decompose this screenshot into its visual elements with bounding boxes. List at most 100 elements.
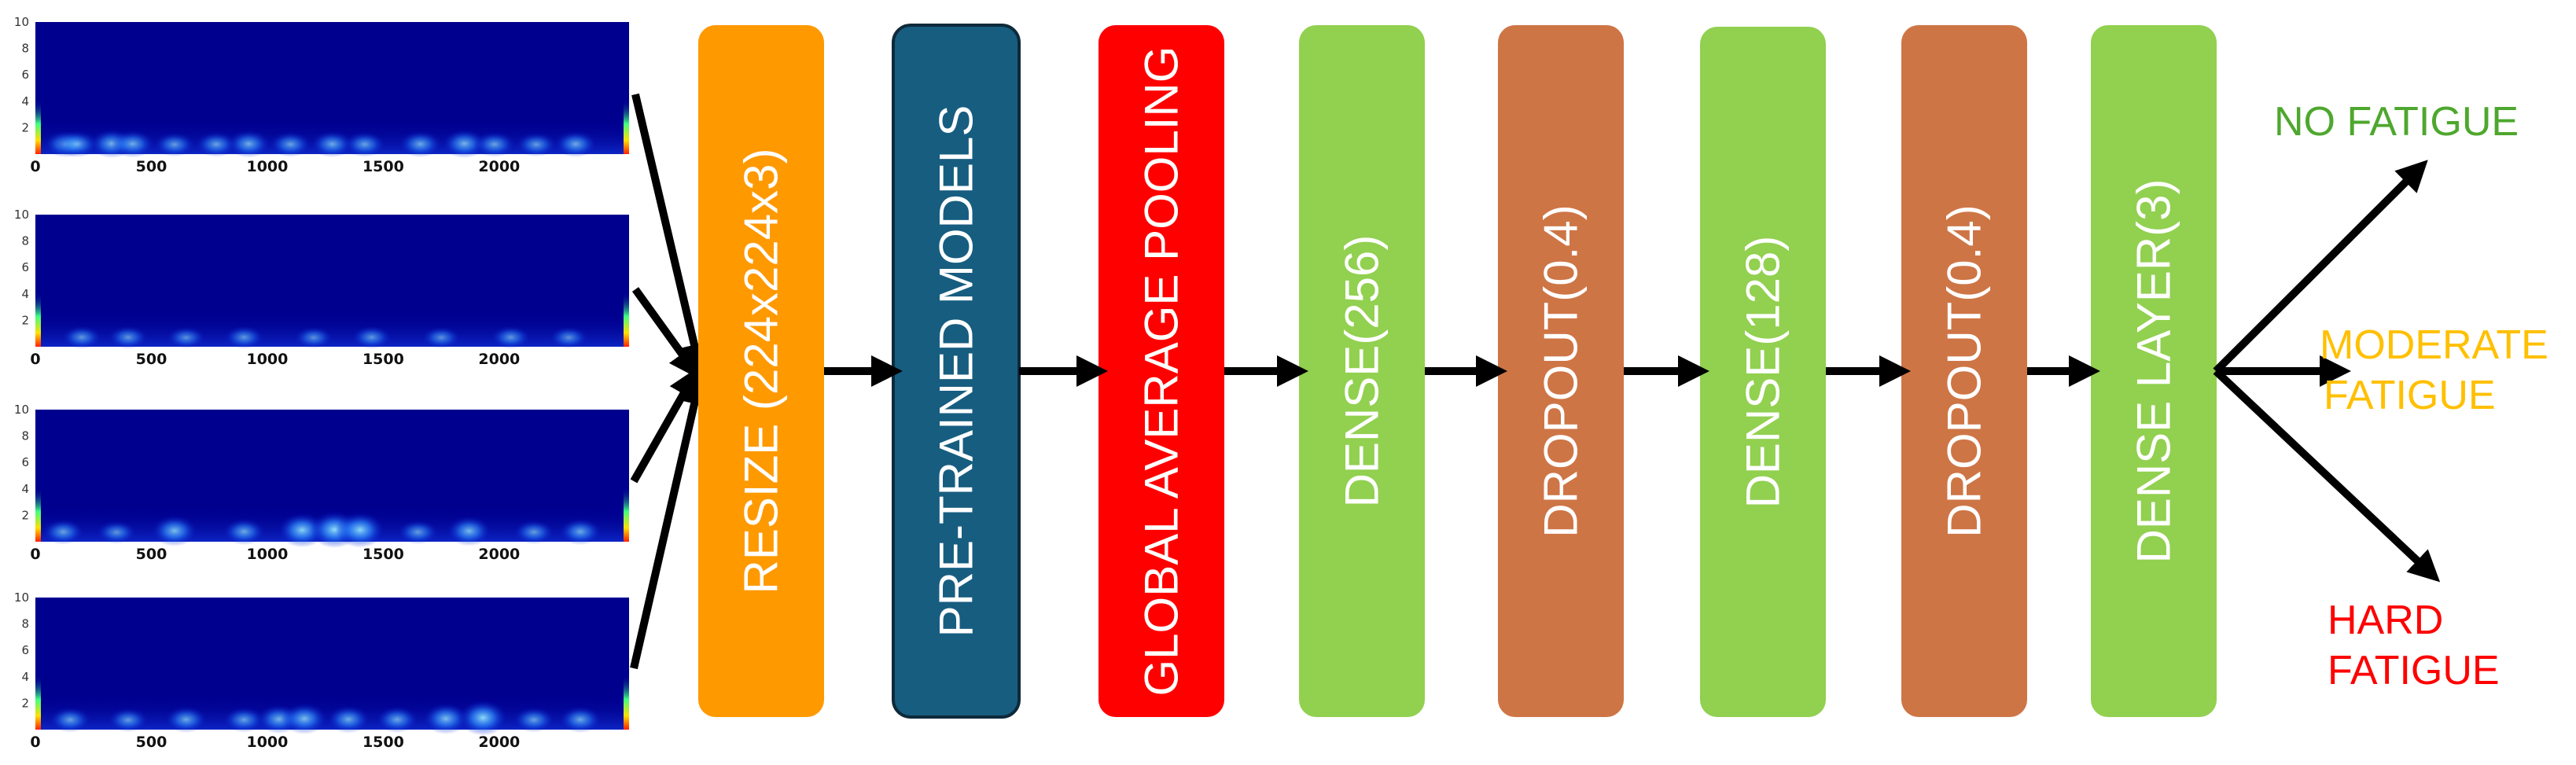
y-tick-label: 6 xyxy=(21,260,29,274)
spectrogram-energy-blob xyxy=(344,131,386,157)
x-tick-label: 2000 xyxy=(478,351,520,368)
block-label: GLOBAL AVERAGE POOLING xyxy=(1135,46,1188,697)
spectrogram-left-edge xyxy=(35,675,41,730)
y-tick-label: 10 xyxy=(14,208,29,222)
spectrogram-energy-blob xyxy=(559,518,602,546)
output-arrow-no-fatigue xyxy=(2213,160,2428,374)
block-label: DENSE(256) xyxy=(1336,235,1389,508)
spectrogram-energy-blob xyxy=(293,326,333,349)
spectrogram-left-edge xyxy=(35,487,41,542)
y-tick-label: 2 xyxy=(21,313,29,327)
spectrogram-energy-blob xyxy=(49,707,91,733)
y-tick-label: 8 xyxy=(21,429,29,443)
y-tick-label: 4 xyxy=(21,670,29,684)
spectrogram-energy-blob xyxy=(491,325,532,349)
spectrogram-energy-blob xyxy=(226,130,270,158)
spectrogram-energy-blob xyxy=(473,131,516,157)
spectrogram-energy-blob xyxy=(282,703,328,734)
spectrogram-left-edge xyxy=(35,292,41,347)
block-label: DENSE LAYER(3) xyxy=(2128,178,2180,563)
spectrogram-right-edge xyxy=(624,292,629,347)
block-label: DROPOUT(0.4) xyxy=(1938,204,1991,537)
spectrogram-right-edge xyxy=(624,487,629,542)
x-tick-label: 0 xyxy=(30,158,40,175)
spectrogram-energy-blob xyxy=(549,326,589,349)
spectrogram-energy-blob xyxy=(164,706,208,734)
spectrogram-energy-blob xyxy=(423,703,469,734)
x-tick-label: 1000 xyxy=(246,734,288,751)
block-shape xyxy=(1498,25,1624,717)
spectrogram-energy-blob xyxy=(42,519,84,545)
spectrogram-energy-blob xyxy=(96,520,137,544)
block-label: PRE-TRAINED MODELS xyxy=(930,105,983,638)
spectrogram-energy-blob xyxy=(311,131,354,158)
y-tick-label: 10 xyxy=(14,403,29,417)
spectrogram-panels: 10 8 6 4 2 0 500 1000 1500 2000 10 8 6 4 2 0 500 1000 1500… xyxy=(14,15,629,751)
spectrogram-energy-blob xyxy=(195,131,237,157)
x-tick-label: 0 xyxy=(30,734,40,751)
spectrogram-energy-blob xyxy=(166,326,206,349)
pipeline-block: DENSE(128) xyxy=(1700,27,1826,717)
x-tick-label: 1500 xyxy=(362,734,404,751)
output-arrow-hard-fatigue xyxy=(2213,368,2441,583)
pipeline-block: GLOBAL AVERAGE POOLING xyxy=(1098,25,1224,717)
y-tick-label: 6 xyxy=(21,643,29,657)
block-shape xyxy=(1299,25,1425,717)
output-labels: NO FATIGUE MODERATE FATIGUE HARD FATIGUE xyxy=(2274,99,2548,693)
input-arrow-2 xyxy=(631,287,701,380)
spectrogram-energy-blob xyxy=(56,131,99,158)
x-tick-label: 1000 xyxy=(246,158,288,175)
spectrogram-energy-blob xyxy=(513,707,555,733)
block-shape xyxy=(1098,25,1224,717)
y-tick-label: 6 xyxy=(21,68,29,82)
x-tick-label: 500 xyxy=(136,546,167,563)
spectrogram-energy-blob xyxy=(151,515,197,546)
moderate-fatigue-label-line2: FATIGUE xyxy=(2324,373,2496,418)
hard-fatigue-label-line2: FATIGUE xyxy=(2328,648,2500,693)
block-shape xyxy=(698,25,824,717)
x-tick-label: 0 xyxy=(30,546,40,563)
spectrogram-energy-blob xyxy=(554,131,598,158)
y-tick-label: 2 xyxy=(21,120,29,134)
no-fatigue-label: NO FATIGUE xyxy=(2274,99,2519,145)
spectrogram-right-edge xyxy=(624,99,629,154)
x-tick-label: 500 xyxy=(136,351,167,368)
x-tick-label: 1500 xyxy=(362,351,404,368)
input-arrow-1 xyxy=(631,93,710,376)
spectrogram-energy-blob xyxy=(447,516,492,546)
spectrogram-energy-blob xyxy=(326,705,370,734)
spectrogram-energy-blob xyxy=(223,707,265,733)
x-tick-label: 2000 xyxy=(478,546,520,563)
input-arrow-4 xyxy=(630,373,710,670)
spectrogram-energy-blob xyxy=(269,131,311,157)
output-arrows xyxy=(2213,160,2441,583)
spectrogram-energy-blob xyxy=(513,520,555,545)
y-tick-label: 2 xyxy=(21,508,29,522)
block-shape xyxy=(1700,27,1826,717)
pipeline-block: PRE-TRAINED MODELS xyxy=(892,24,1021,719)
y-tick-label: 4 xyxy=(21,287,29,301)
y-tick-label: 8 xyxy=(21,234,29,248)
spectrogram-energy-blob xyxy=(61,325,102,349)
spectrogram-energy-blob xyxy=(559,706,602,734)
y-tick-label: 8 xyxy=(21,42,29,56)
input-arrows xyxy=(630,93,710,670)
pipeline-block: DENSE(256) xyxy=(1299,25,1425,717)
spectrogram-energy-blob xyxy=(153,132,195,157)
block-label: DROPOUT(0.4) xyxy=(1535,204,1588,537)
spectrogram-energy-blob xyxy=(399,131,442,158)
y-tick-label: 6 xyxy=(21,455,29,469)
spectrogram-energy-blob xyxy=(397,520,439,545)
y-tick-label: 8 xyxy=(21,617,29,631)
moderate-fatigue-label-line1: MODERATE xyxy=(2320,322,2548,368)
spectrogram-energy-blob xyxy=(376,706,419,734)
spectrogram-energy-blob xyxy=(516,132,558,157)
x-tick-label: 2000 xyxy=(478,158,520,175)
spectrogram-energy-blob xyxy=(107,708,149,733)
x-tick-label: 0 xyxy=(30,351,40,368)
